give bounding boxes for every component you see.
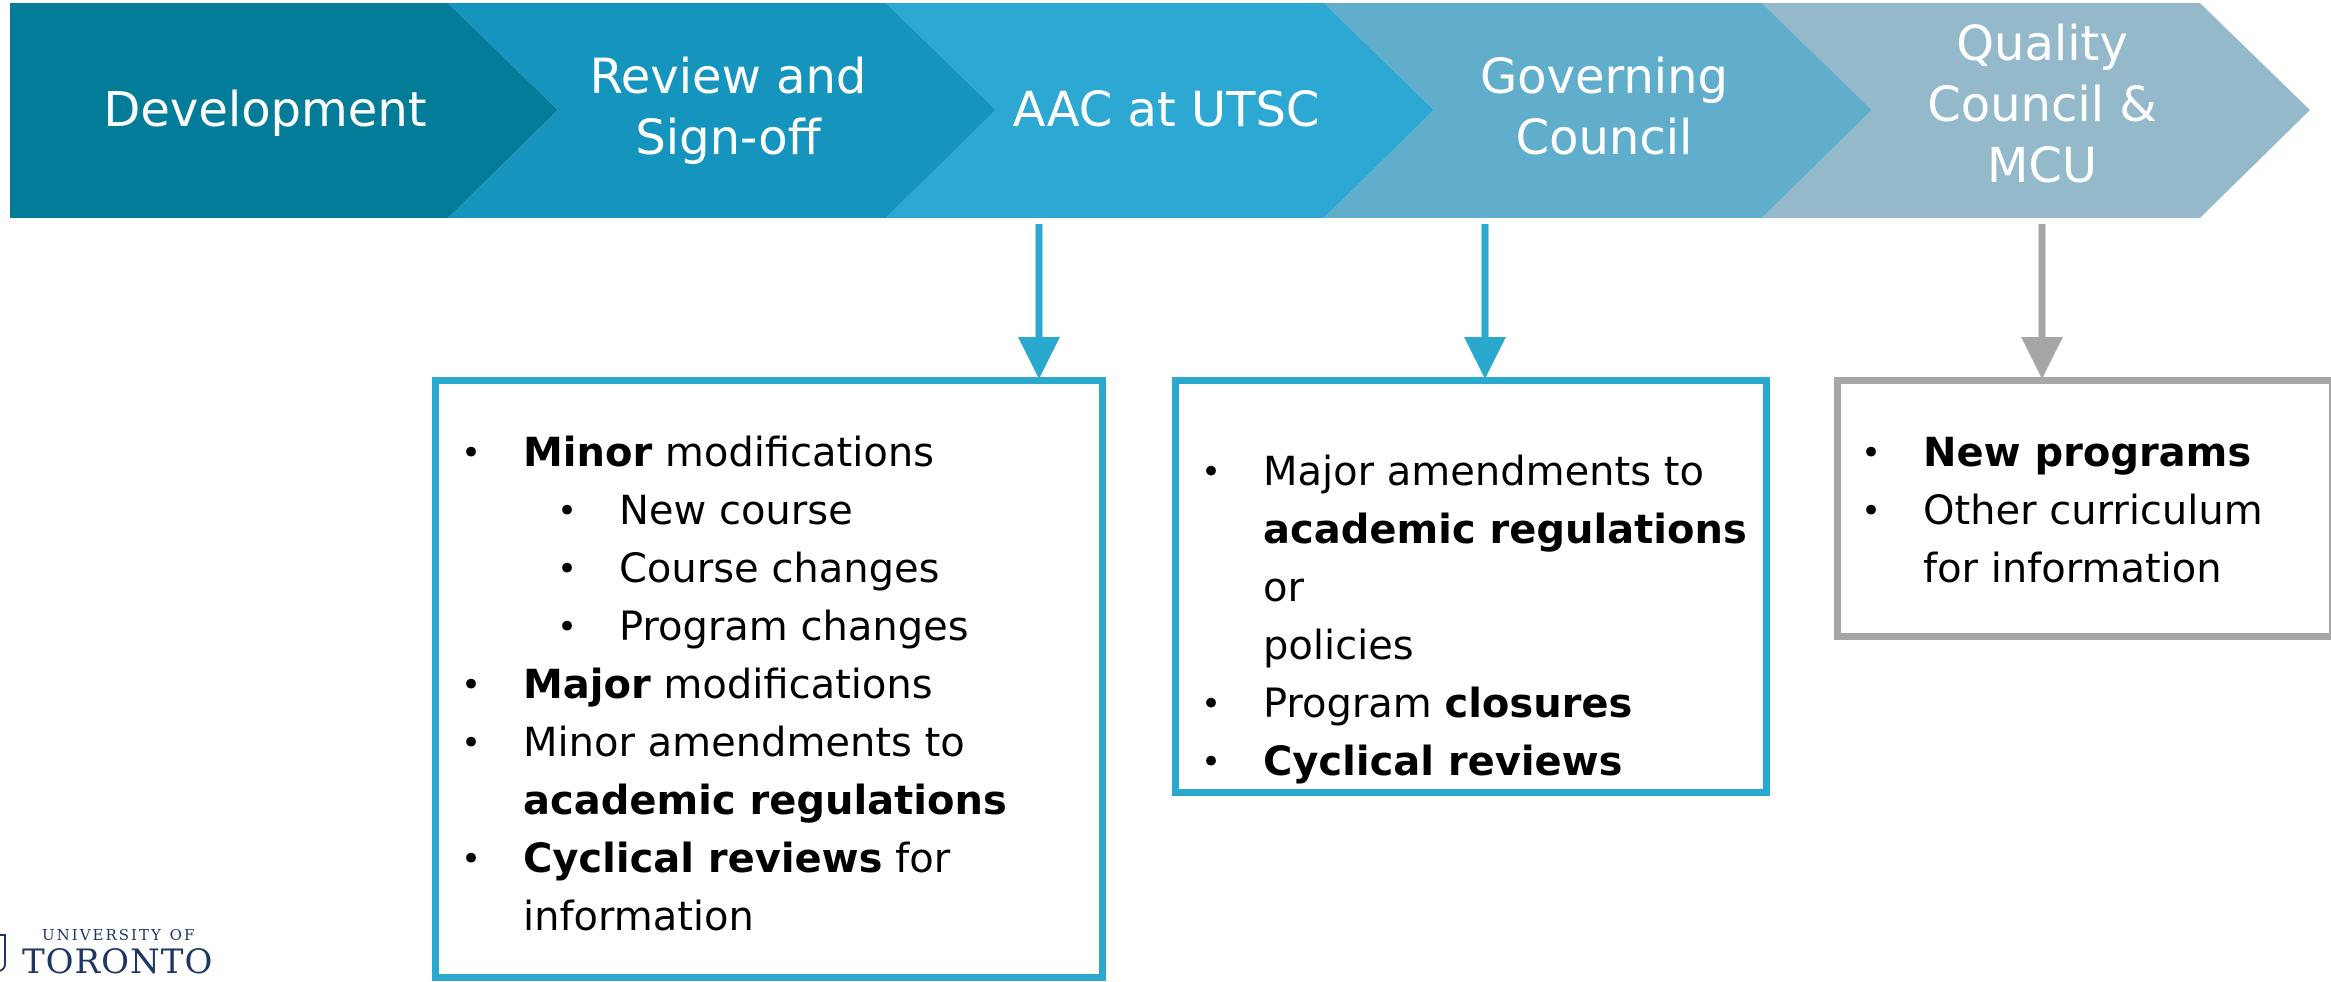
- list-item: Major modifications: [461, 656, 1099, 714]
- list-item: New course: [461, 482, 1099, 540]
- list-item: Program closures: [1201, 675, 1763, 733]
- university-logo: UNIVERSITY OF TORONTO: [0, 926, 230, 982]
- step-label-review-signoff: Review and Sign-off: [589, 49, 867, 166]
- step-label-governing-council: Governing Council: [1479, 49, 1729, 166]
- list-item: Cyclical reviews: [1201, 733, 1763, 791]
- logo-university-text: UNIVERSITY OF: [42, 926, 197, 944]
- step-development-chevron: [10, 3, 558, 218]
- step-label-quality-council: Quality Council & MCU: [1927, 16, 2157, 194]
- list-item: Program changes: [461, 598, 1099, 656]
- step-aac-chevron: [886, 3, 1434, 218]
- step-quality-council-chevron: [1762, 3, 2310, 218]
- step-label-development: Development: [103, 82, 427, 138]
- list-item: Course changes: [461, 540, 1099, 598]
- step-governing-council-chevron: [1324, 3, 1872, 218]
- step-review-signoff-chevron: [448, 3, 996, 218]
- list-item: Minor modifications: [461, 424, 1099, 482]
- logo-name-text: TORONTO: [22, 942, 214, 982]
- list-item: New programs: [1861, 424, 2329, 482]
- step-label-aac: AAC at UTSC: [1012, 82, 1320, 138]
- crest-icon: [0, 934, 6, 972]
- aac-approvals-box: Minor modifications New course Course ch…: [432, 377, 1106, 981]
